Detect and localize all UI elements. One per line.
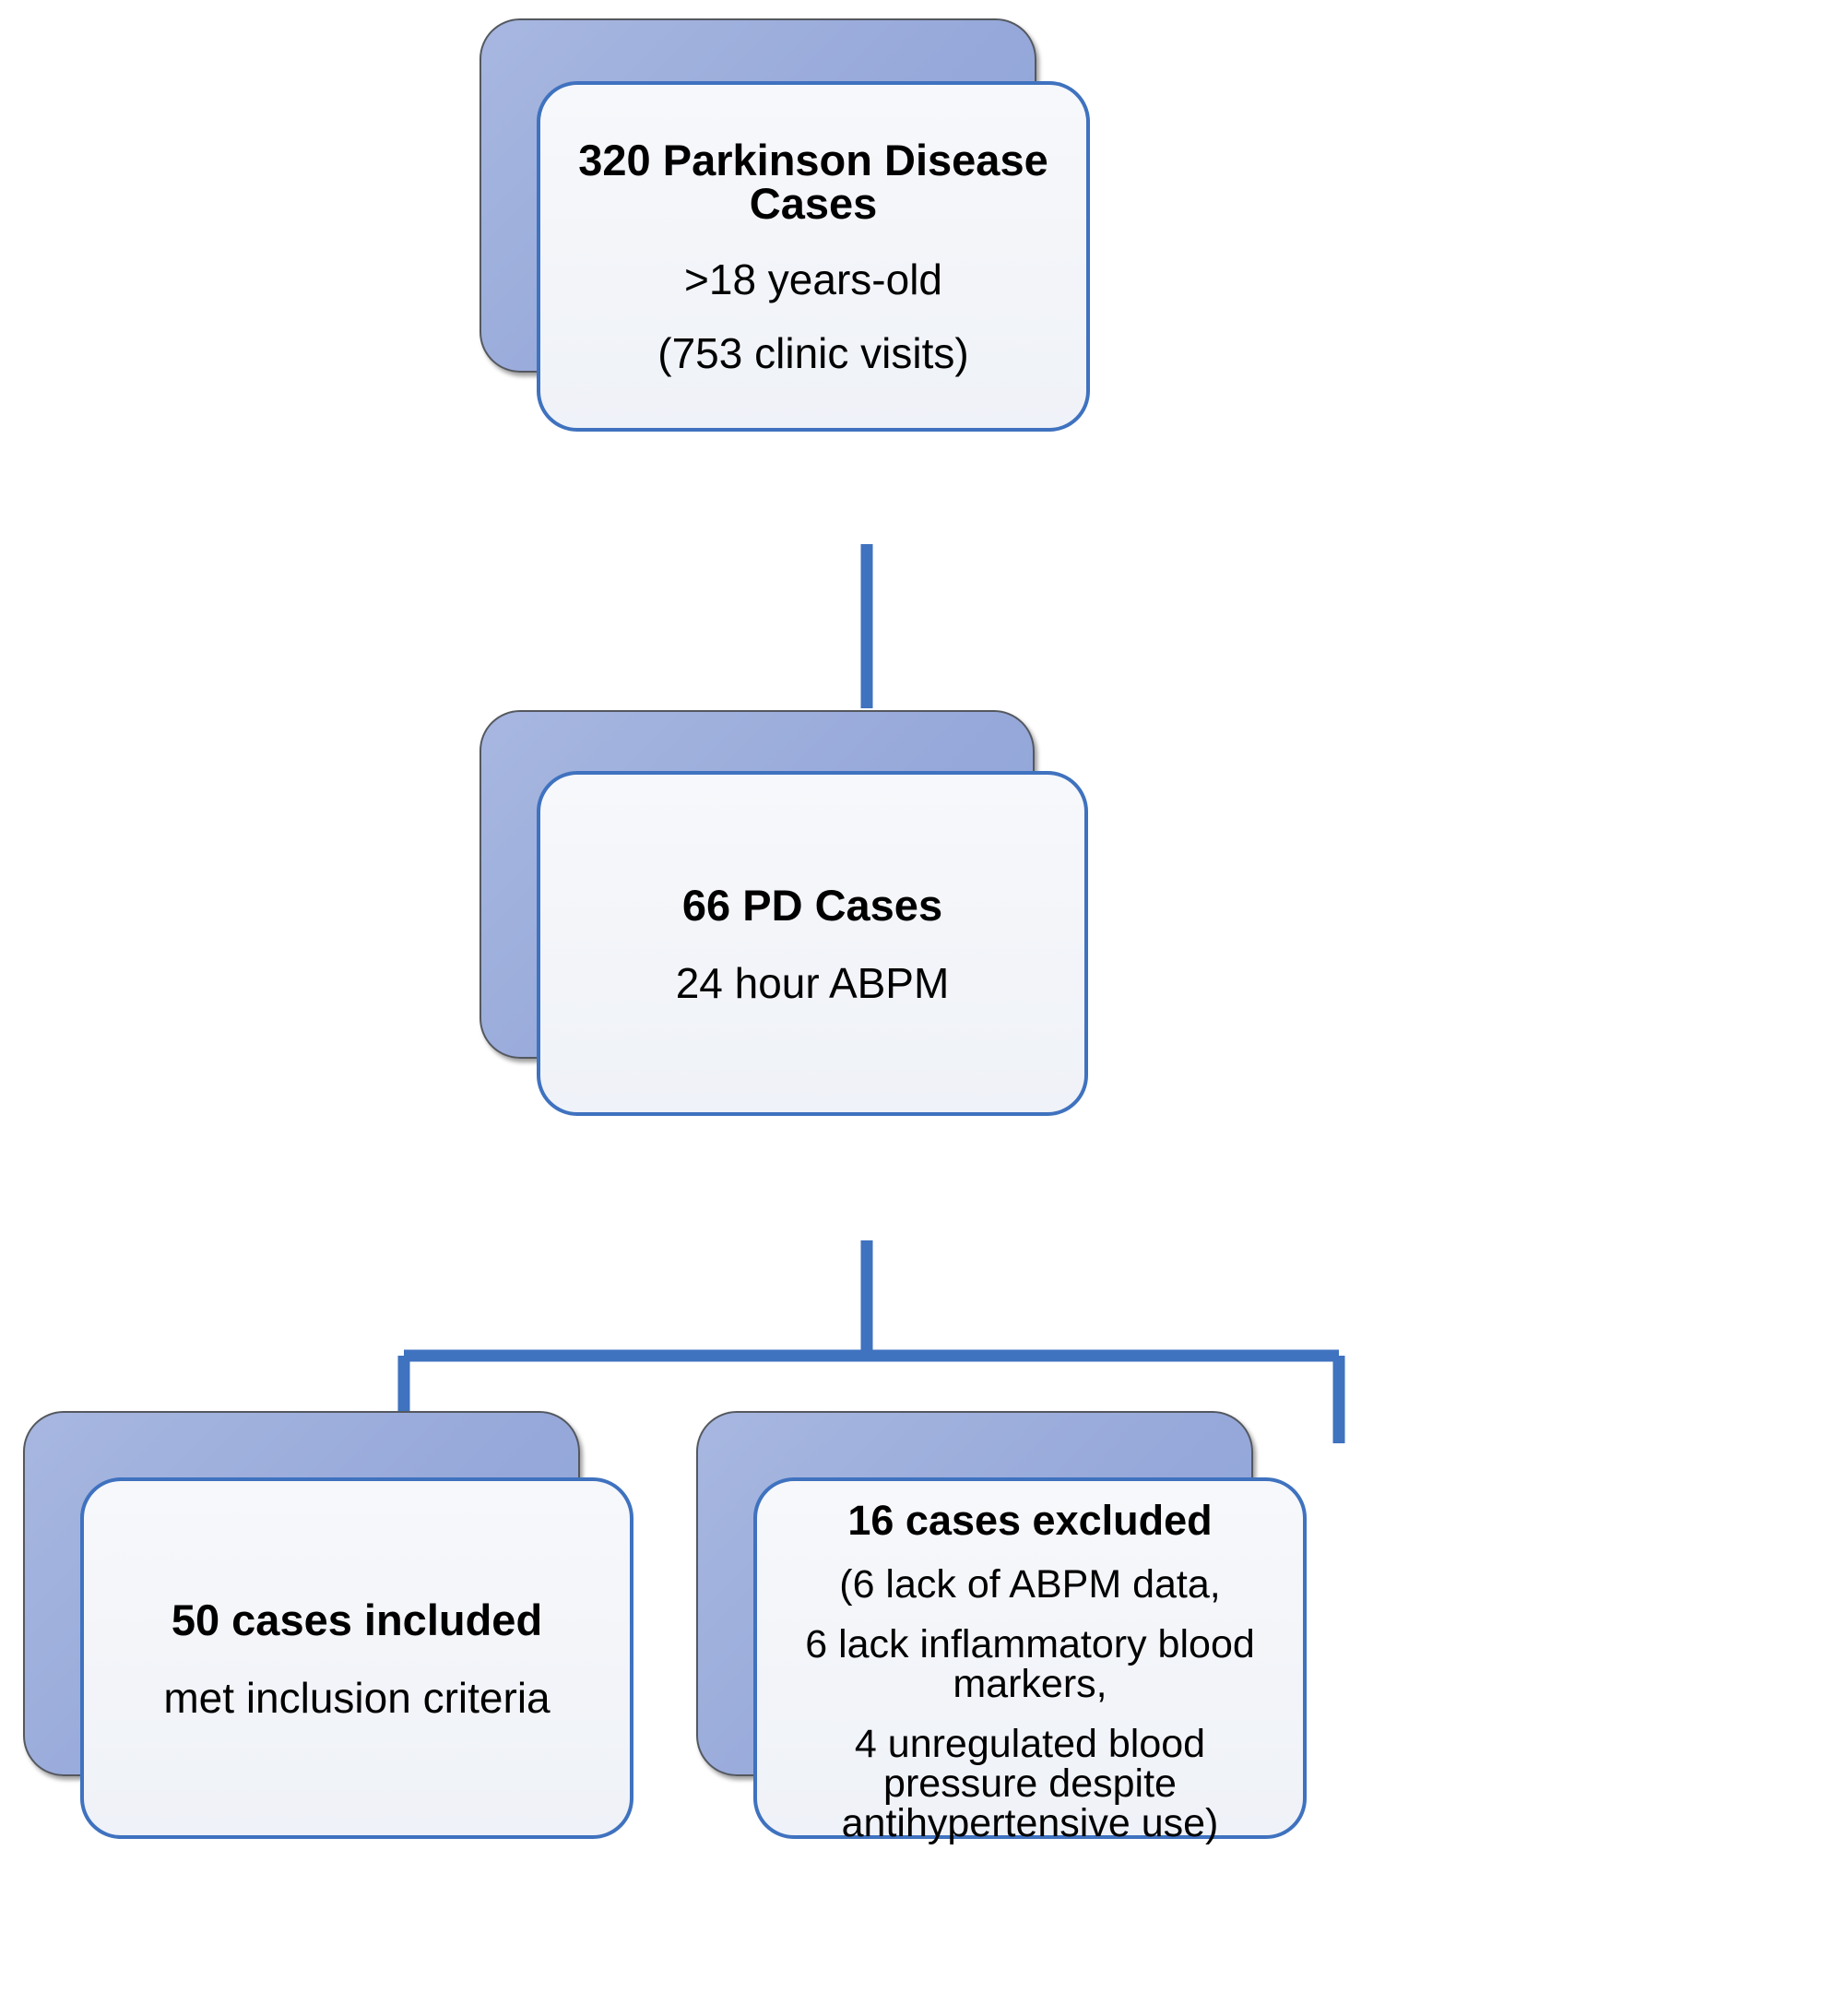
node-cases-included[interactable]: 50 cases included met inclusion criteria [23, 1411, 650, 1854]
node-parkinson-disease-cases[interactable]: 320 Parkinson Disease Cases >18 years-ol… [479, 18, 1107, 443]
node-line-detail-2: (753 clinic visits) [657, 329, 969, 377]
node-line-detail-2: 6 lack inflammatory blood markers, [805, 1622, 1255, 1706]
node-pd-cases-abpm[interactable]: 66 PD Cases 24 hour ABPM [479, 710, 1107, 1134]
node-line-title: 320 Parkinson Disease Cases [578, 136, 1048, 228]
node-body[interactable]: 66 PD Cases 24 hour ABPM [537, 771, 1088, 1116]
node-body[interactable]: 50 cases included met inclusion criteria [80, 1477, 633, 1839]
node-line-title: 50 cases included [171, 1595, 543, 1644]
node-line-detail-1: (6 lack of ABPM data, [839, 1562, 1221, 1607]
node-line-detail-1: met inclusion criteria [163, 1673, 550, 1722]
node-line-title: 66 PD Cases [681, 880, 943, 930]
node-cases-excluded[interactable]: 16 cases excluded (6 lack of ABPM data, … [696, 1411, 1323, 1854]
node-line-title: 16 cases excluded [847, 1497, 1213, 1544]
node-line-detail-1: 24 hour ABPM [675, 958, 950, 1007]
node-body[interactable]: 16 cases excluded (6 lack of ABPM data, … [753, 1477, 1307, 1844]
node-line-detail-1: >18 years-old [684, 255, 942, 303]
node-body[interactable]: 320 Parkinson Disease Cases >18 years-ol… [537, 81, 1090, 432]
node-line-detail-3: 4 unregulated blood pressure despite ant… [841, 1722, 1219, 1845]
